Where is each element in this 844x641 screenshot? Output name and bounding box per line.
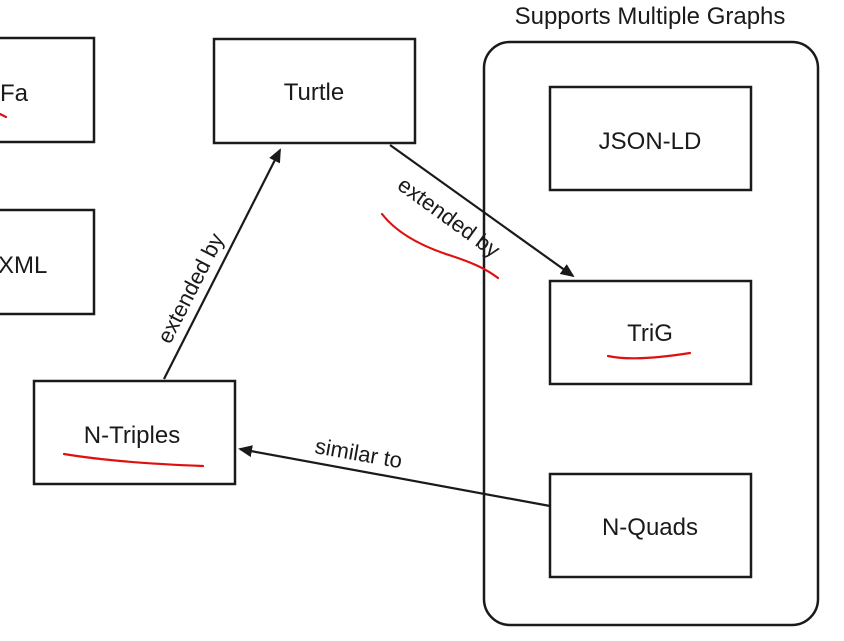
jsonld-node: JSON-LD xyxy=(548,85,753,192)
annotation-underline-extended-by xyxy=(380,212,500,280)
group-title: Supports Multiple Graphs xyxy=(515,3,786,30)
edge-ntriples-to-turtle xyxy=(163,148,281,380)
trig-node: TriG xyxy=(548,279,753,386)
edge-nquads-to-ntriples xyxy=(238,445,551,508)
edge-label-ntriples-turtle: extended by xyxy=(152,229,229,347)
nquads-node-label: N-Quads xyxy=(602,514,698,541)
trig-node-label: TriG xyxy=(627,320,673,347)
ntriples-node: N-Triples xyxy=(32,379,237,486)
edge-turtle-to-trig xyxy=(389,144,575,278)
rdfxml-node-label: XML xyxy=(0,252,47,279)
edge-label-nquads-ntriples: similar to xyxy=(313,433,404,473)
turtle-node: Turtle xyxy=(212,37,417,145)
annotation-underline-trig xyxy=(606,351,692,360)
annotation-underline-ntriples xyxy=(62,452,205,468)
rdfa-node: Fa xyxy=(0,36,96,144)
annotation-mark-rdfa xyxy=(0,112,8,119)
jsonld-node-label: JSON-LD xyxy=(599,128,702,155)
ntriples-node-label: N-Triples xyxy=(84,422,180,449)
turtle-node-label: Turtle xyxy=(284,79,344,106)
rdfxml-node: XML xyxy=(0,208,96,316)
rdfa-node-label: Fa xyxy=(0,80,29,107)
nquads-node: N-Quads xyxy=(548,472,753,579)
